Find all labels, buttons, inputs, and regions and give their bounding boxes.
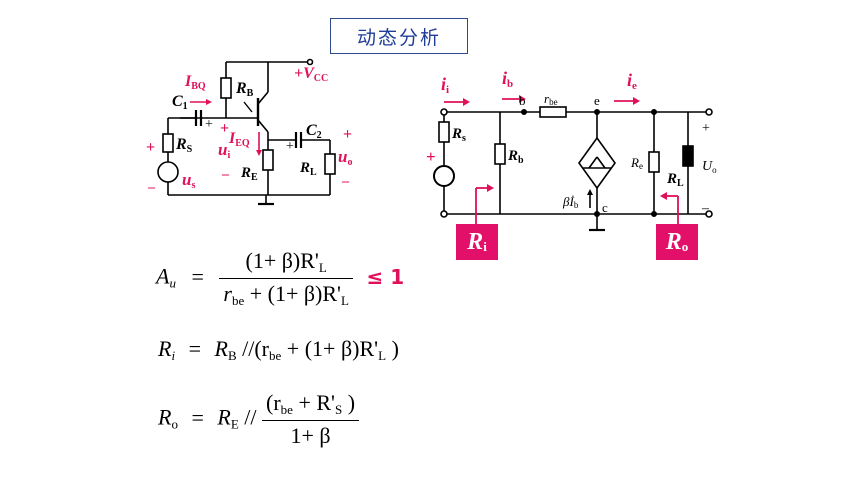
source-plus-r: + [426, 147, 436, 166]
label-uo-r: Uo [702, 159, 717, 175]
label-rs-r: Rs [451, 126, 466, 144]
node-b: b [519, 93, 526, 108]
rbe-resistor [539, 106, 567, 118]
au-numerator: (1+ β)R'L [219, 248, 353, 279]
au-lhs-sub: u [169, 275, 176, 291]
label-ui: ui [218, 140, 230, 161]
label-us: us [182, 170, 195, 191]
label-ieq: IEQ [228, 130, 250, 149]
re-resistor [262, 149, 274, 171]
ro-denominator: 1+ β [290, 423, 331, 448]
rs-resistor-r [438, 121, 450, 143]
au-relation: ≤ 1 [366, 264, 405, 289]
ri-main: R [467, 228, 484, 255]
label-c1: C1 [172, 93, 188, 112]
ri-sub: i [483, 239, 487, 254]
uo-minus-r: – [701, 201, 710, 216]
us-minus: – [147, 180, 156, 195]
rb-resistor [220, 77, 232, 99]
node-e: e [594, 93, 600, 108]
left-circuit-labels: IBQ RB +VCC C1 + C2 + IEQ + ui – + RS RE… [146, 65, 352, 195]
label-rl-r: RL [666, 171, 684, 189]
rb-resistor-r [494, 143, 506, 165]
rs-resistor [162, 133, 174, 153]
label-rb: RB [235, 80, 254, 99]
label-uo: uo [338, 147, 352, 168]
ui-plus: + [220, 120, 229, 137]
right-circuit-labels: ii ib ie b e c rbe Rs Rb Re RL + Uo – + … [426, 68, 717, 216]
dependent-source [578, 136, 616, 190]
ro-numerator: (rbe + R'S ) [262, 390, 360, 421]
au-lhs: A [156, 263, 170, 289]
page-title: 动态分析 [330, 18, 468, 54]
label-vcc: +VCC [294, 65, 328, 84]
source-r [433, 165, 455, 187]
uo-minus: – [341, 174, 350, 189]
uo-plus: + [343, 126, 352, 143]
label-rl: RL [299, 160, 317, 178]
ro-sub: o [681, 239, 689, 254]
label-beta-ib: βİb [562, 194, 579, 210]
label-re: RE [240, 165, 258, 183]
node-c: c [602, 200, 608, 215]
label-re-r: Re [630, 155, 643, 171]
right-circuit [433, 95, 713, 232]
left-circuit [157, 58, 336, 206]
formula-ri: Ri = RB //(rbe + (1+ β)R'L ) [158, 336, 399, 363]
c2-plus: + [286, 139, 294, 154]
au-denominator: rbe + (1+ β)R'L [223, 281, 349, 308]
ro-fraction: (rbe + R'S ) 1+ β [262, 390, 360, 449]
label-rb-r: Rb [507, 148, 524, 166]
label-ii: ii [441, 74, 449, 96]
au-fraction: (1+ β)R'L rbe + (1+ β)R'L [219, 248, 353, 309]
uo-plus-r: + [702, 121, 710, 136]
label-c2: C2 [306, 122, 322, 141]
rl-resistor [324, 153, 336, 175]
us-source [157, 161, 179, 183]
formula-au: Au = (1+ β)R'L rbe + (1+ β)R'L ≤ 1 [156, 248, 404, 309]
formula-ro: Ro = RE // (rbe + R'S ) 1+ β [158, 390, 360, 449]
label-ib: ib [502, 68, 513, 90]
au-eq: = [191, 263, 204, 289]
label-ie: ie [627, 70, 637, 92]
ui-minus: – [221, 167, 230, 182]
rl-resistor-r [682, 145, 694, 167]
re-resistor-r [648, 151, 660, 173]
rs-plus: + [146, 139, 155, 156]
label-rs: RS [175, 136, 193, 155]
label-rbe: rbe [544, 91, 558, 107]
c1-plus: + [205, 117, 213, 132]
label-ibq: IBQ [184, 73, 206, 92]
ro-main: R [665, 228, 682, 255]
